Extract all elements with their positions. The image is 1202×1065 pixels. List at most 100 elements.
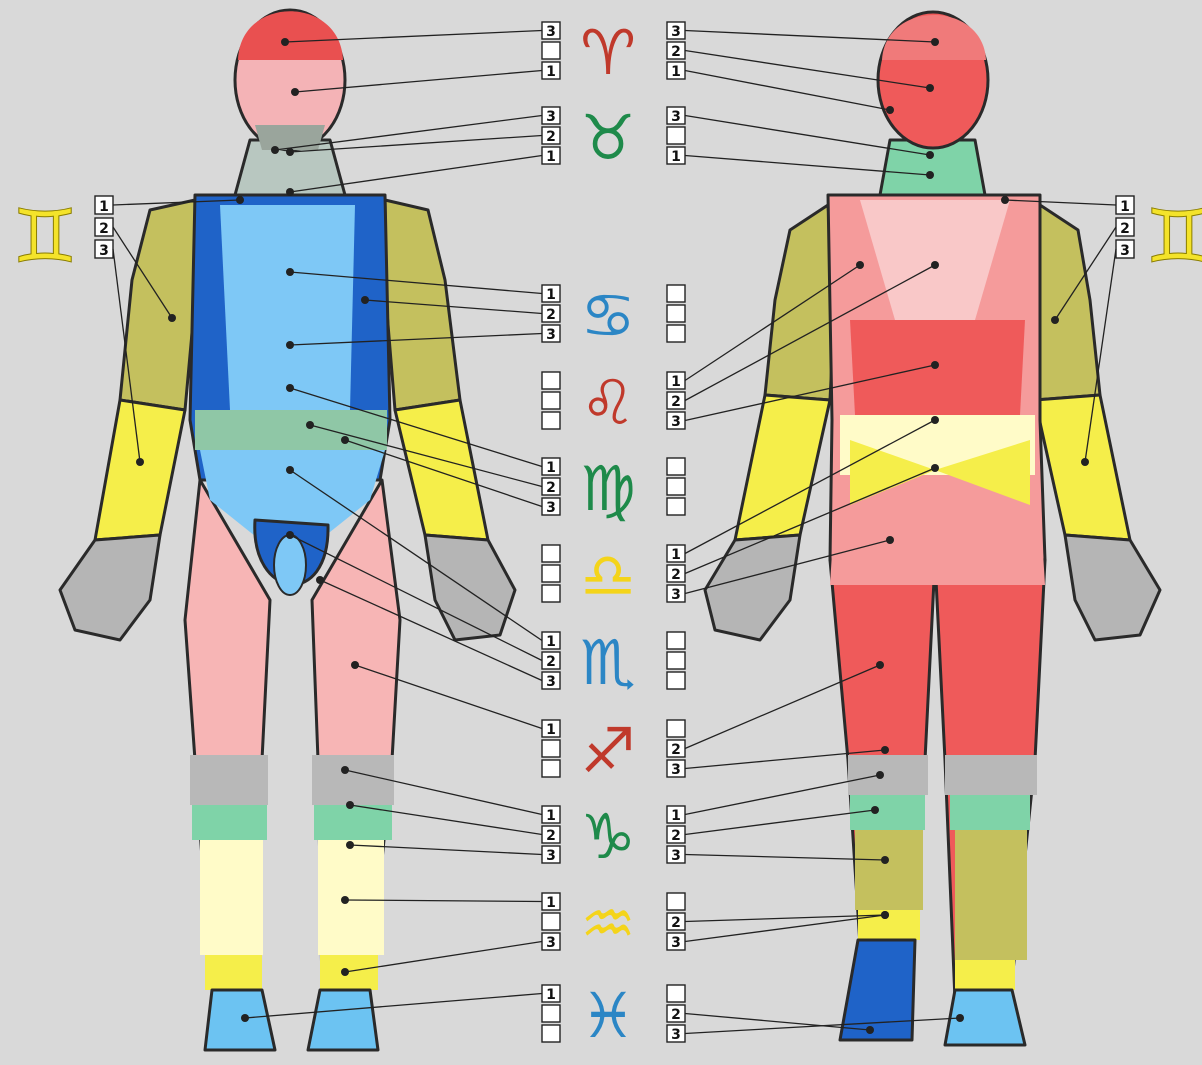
libra-right-marker-1 — [931, 416, 939, 424]
front-groin-inner — [274, 535, 306, 595]
leo-left-box-1 — [542, 372, 560, 389]
back-right-knee — [945, 755, 1037, 795]
aries-icon: ♈ — [580, 16, 636, 89]
taurus-left-box-label-1: 3 — [546, 109, 556, 125]
gemini-left-box-label-2: 2 — [99, 221, 109, 237]
front-left-upper-arm — [120, 200, 195, 410]
capricorn-right-marker-1 — [876, 771, 884, 779]
sagittarius-left-box-3 — [542, 760, 560, 777]
capricorn-right-marker-2 — [871, 806, 879, 814]
back-left-ankle — [858, 910, 920, 940]
front-left-foot — [205, 990, 275, 1050]
virgo-right-box-1 — [667, 458, 685, 475]
sagittarius-right-box-label-3: 3 — [671, 762, 681, 778]
taurus-right-marker-3 — [926, 171, 934, 179]
front-left-calf — [200, 840, 263, 955]
aquarius-right-marker-3 — [881, 911, 889, 919]
libra-right-marker-2 — [931, 464, 939, 472]
pisces-icon: ♓ — [580, 979, 636, 1052]
aquarius-left-box-2 — [542, 913, 560, 930]
virgo-left-marker-3 — [341, 436, 349, 444]
back-left-upper-arm — [765, 205, 835, 400]
taurus-icon: ♉ — [580, 101, 636, 174]
front-right-foot — [308, 990, 378, 1050]
gemini-left-box-label-1: 1 — [99, 199, 109, 215]
aries-right-marker-3 — [886, 106, 894, 114]
scorpio-left-marker-2 — [286, 531, 294, 539]
capricorn-left-box-label-3: 3 — [546, 848, 556, 864]
sagittarius-right-box-label-2: 2 — [671, 742, 681, 758]
leo-right-box-label-2: 2 — [671, 394, 681, 410]
capricorn-left-marker-1 — [341, 766, 349, 774]
cancer-right-box-1 — [667, 285, 685, 302]
back-right-hand — [1065, 535, 1160, 640]
leo-right-box-label-1: 1 — [671, 374, 681, 390]
taurus-right-marker-1 — [926, 151, 934, 159]
front-right-ankle — [320, 955, 378, 990]
libra-left-box-1 — [542, 545, 560, 562]
taurus-left-marker-3 — [286, 188, 294, 196]
leo-right-marker-2 — [931, 261, 939, 269]
aries-left-marker-3 — [291, 88, 299, 96]
aries-left-box-label-1: 3 — [546, 24, 556, 40]
scorpio-left-marker-3 — [316, 576, 324, 584]
capricorn-right-box-label-3: 3 — [671, 848, 681, 864]
back-left-calf-upper — [850, 795, 925, 830]
sagittarius-right-marker-2 — [876, 661, 884, 669]
back-left-calf — [855, 830, 923, 910]
front-left-knee — [190, 755, 268, 805]
capricorn-left-box-label-1: 1 — [546, 808, 556, 824]
libra-right-marker-3 — [886, 536, 894, 544]
gemini-left-marker-3 — [136, 458, 144, 466]
back-left-hand — [705, 535, 800, 640]
aries-right-leader-3 — [685, 71, 890, 111]
capricorn-icon: ♑ — [580, 800, 636, 873]
aries-right-box-label-3: 1 — [671, 64, 681, 80]
libra-right-box-label-3: 3 — [671, 587, 681, 603]
gemini-right-box-label-1: 1 — [1120, 199, 1130, 215]
pisces-right-box-1 — [667, 985, 685, 1002]
leo-icon: ♌ — [580, 366, 636, 439]
pisces-left-box-3 — [542, 1025, 560, 1042]
cancer-left-marker-3 — [286, 341, 294, 349]
front-right-calf — [318, 840, 384, 955]
cancer-right-box-3 — [667, 325, 685, 342]
virgo-right-box-3 — [667, 498, 685, 515]
sagittarius-left-box-label-1: 1 — [546, 722, 556, 738]
scorpio-icon: ♏ — [580, 626, 636, 699]
cancer-left-marker-2 — [361, 296, 369, 304]
libra-icon: ♎ — [580, 539, 636, 612]
cancer-left-marker-1 — [286, 268, 294, 276]
gemini-right-marker-1 — [1001, 196, 1009, 204]
virgo-left-box-label-3: 3 — [546, 500, 556, 516]
leo-left-box-2 — [542, 392, 560, 409]
sign-row-aries: ♈31321 — [281, 16, 939, 114]
aries-right-marker-2 — [926, 84, 934, 92]
virgo-left-box-label-2: 2 — [546, 480, 556, 496]
pisces-left-box-label-1: 1 — [546, 987, 556, 1003]
back-head-top — [882, 15, 986, 60]
front-left-ankle — [205, 955, 262, 990]
sagittarius-right-marker-3 — [881, 746, 889, 754]
sagittarius-left-marker-1 — [351, 661, 359, 669]
front-jaw — [255, 125, 325, 150]
leo-right-box-label-3: 3 — [671, 414, 681, 430]
sign-row-taurus: ♉32131 — [271, 101, 934, 196]
taurus-left-marker-1 — [271, 146, 279, 154]
sign-row-aquarius: ♒1323 — [341, 887, 889, 976]
front-right-forearm — [395, 400, 488, 540]
aquarius-right-leader-2 — [685, 915, 885, 922]
pisces-right-leader-3 — [685, 1018, 960, 1034]
capricorn-right-box-label-2: 2 — [671, 828, 681, 844]
front-right-knee — [312, 755, 394, 805]
capricorn-right-leader-2 — [685, 810, 875, 835]
back-right-forearm — [1035, 395, 1130, 540]
taurus-right-box-label-3: 1 — [671, 149, 681, 165]
front-chest — [220, 205, 355, 410]
leo-right-marker-3 — [931, 361, 939, 369]
scorpio-left-marker-1 — [286, 466, 294, 474]
gemini-icon-left: ♊ — [12, 194, 78, 280]
capricorn-right-marker-3 — [881, 856, 889, 864]
virgo-right-box-2 — [667, 478, 685, 495]
